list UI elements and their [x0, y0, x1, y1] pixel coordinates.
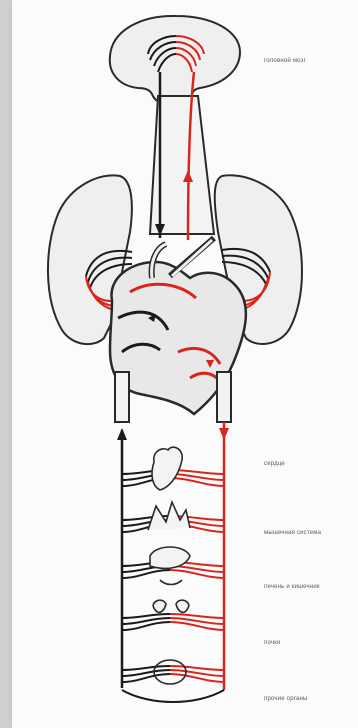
capillary-beds — [122, 447, 224, 702]
neck-vessels — [150, 72, 214, 240]
label-lower-organs: прочие органы — [264, 696, 308, 702]
label-kidneys: почки — [264, 640, 281, 646]
label-brain: головной мозг — [264, 58, 306, 64]
bed-muscles — [122, 502, 224, 532]
brain — [110, 16, 240, 104]
label-muscles: мышечная система — [264, 530, 321, 536]
bed-liver-intestine — [122, 547, 224, 585]
label-liver-intestine: печень и кишечник — [264, 584, 320, 590]
bed-heart — [122, 447, 224, 490]
label-heart: сердце — [264, 461, 285, 467]
bed-kidneys — [122, 600, 224, 630]
bed-lower-organs — [122, 660, 224, 684]
